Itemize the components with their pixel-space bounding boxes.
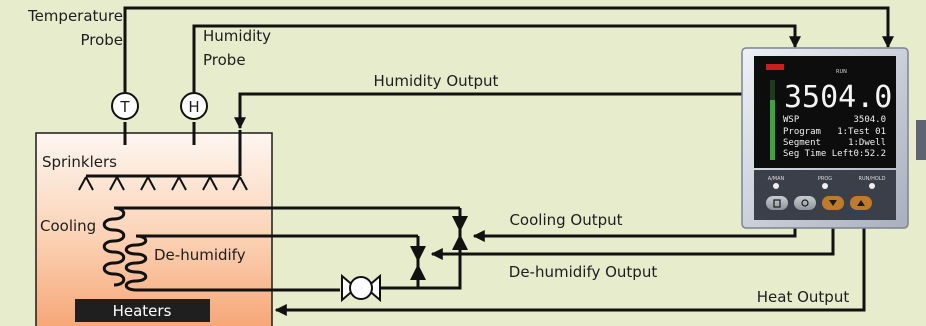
controller-header-text: RUN <box>836 69 847 75</box>
led-prog <box>822 183 828 189</box>
humidity-output-label: Humidity Output <box>374 72 499 90</box>
controller-display <box>754 56 896 168</box>
page-key-button[interactable] <box>766 196 788 210</box>
page-icon <box>773 199 781 208</box>
cooling-coil <box>102 206 126 287</box>
temperature-symbol: T <box>119 98 130 116</box>
sprinkler-heads <box>78 176 248 191</box>
controller-program-label: Program <box>783 127 821 137</box>
controller-segment-value: 1:Dwell <box>848 138 886 148</box>
dehumidify-output-label: De-humidify Output <box>509 263 658 281</box>
led-amann <box>773 183 779 189</box>
dehumidify-coil <box>124 234 148 292</box>
button-label-amann: A/MAN <box>768 176 785 182</box>
heat-output-line <box>274 200 866 316</box>
dehumidify-label: De-humidify <box>154 246 246 264</box>
controller-button-panel <box>754 170 896 220</box>
temperature-probe <box>111 92 139 120</box>
humidity-symbol: H <box>188 98 199 116</box>
controller-main-value: 3504.0 <box>784 80 892 115</box>
up-arrow-icon <box>857 200 865 206</box>
chamber <box>35 132 273 326</box>
controller-program-value: 1:Test 01 <box>837 127 886 137</box>
controller: RUN 3504.0 Lvl WSP 3504.0 Program 1:Test… <box>741 47 926 229</box>
dehumidify-return-pipe <box>380 236 420 290</box>
temperature-probe-label-2: Probe <box>80 31 123 49</box>
controller-time-value: 0:52.2 <box>853 149 886 159</box>
controller-bargraph <box>770 80 775 160</box>
controller-unit: Lvl <box>880 103 887 109</box>
scroll-key-button[interactable] <box>794 196 816 210</box>
sprinklers-label: Sprinklers <box>42 153 117 171</box>
heat-output-label: Heat Output <box>757 288 850 306</box>
humidity-probe-label-2: Probe <box>203 51 246 69</box>
heaters-label: Heaters <box>113 302 172 320</box>
temperature-probe-label-1: Temperature <box>27 7 123 25</box>
humidity-probe <box>180 92 208 120</box>
cooling-valve-icon <box>452 216 468 250</box>
controller-wsp-value: 3504.0 <box>853 115 886 125</box>
controller-segment-label: Segment <box>783 138 821 148</box>
heaters-block <box>75 299 210 322</box>
loop-return-pipe <box>418 254 462 290</box>
circulation-pump-icon <box>341 273 381 303</box>
button-label-runhold: RUN/HOLD <box>859 176 886 182</box>
led-runhold <box>869 183 875 189</box>
humidity-signal-line <box>192 24 801 92</box>
humidity-probe-label-1: Humidity <box>203 27 271 45</box>
temperature-signal-line <box>123 6 894 92</box>
controller-side-clip <box>916 120 926 160</box>
controller-wsp-label: WSP <box>783 115 800 125</box>
cooling-output-label: Cooling Output <box>509 211 622 229</box>
dehumidify-valve-icon <box>410 246 426 280</box>
scroll-icon <box>801 199 809 207</box>
down-arrow-icon <box>829 200 837 206</box>
controller-time-label: Seg Time Left <box>783 149 853 159</box>
button-label-prog: PROG <box>818 176 832 182</box>
controller-alarm-indicator <box>766 64 784 70</box>
cooling-label: Cooling <box>40 217 96 235</box>
humidity-output-line <box>234 92 750 130</box>
